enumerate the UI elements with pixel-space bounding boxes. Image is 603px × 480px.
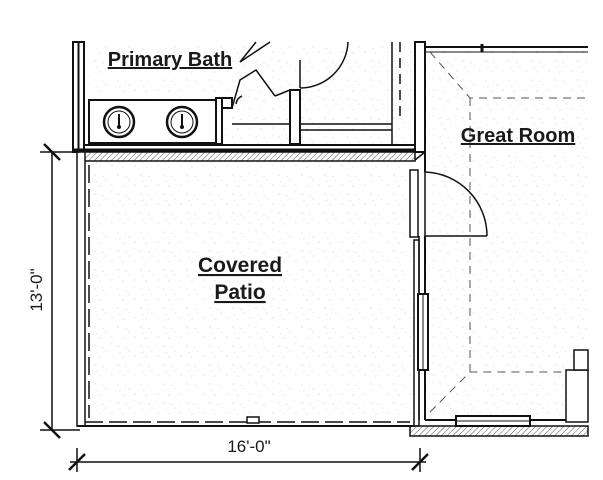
dimension-width [68, 448, 429, 472]
dimension-depth-label: 13'-0" [27, 268, 46, 311]
room-label-covered: Covered [198, 254, 282, 277]
patio-floor [83, 160, 415, 422]
bath-door-swings [231, 41, 349, 109]
room-label-great-room: Great Room [461, 125, 575, 147]
room-label-patio: Patio [214, 281, 265, 304]
great-room-walls [409, 51, 589, 437]
dimension-depth [40, 143, 80, 439]
room-label-primary-bath: Primary Bath [108, 49, 233, 71]
great-room-floor [428, 50, 588, 418]
sink-left [102, 105, 136, 139]
sink-right [165, 105, 199, 139]
dimension-width-label: 16'-0" [227, 437, 270, 456]
patio-door[interactable] [424, 171, 488, 237]
